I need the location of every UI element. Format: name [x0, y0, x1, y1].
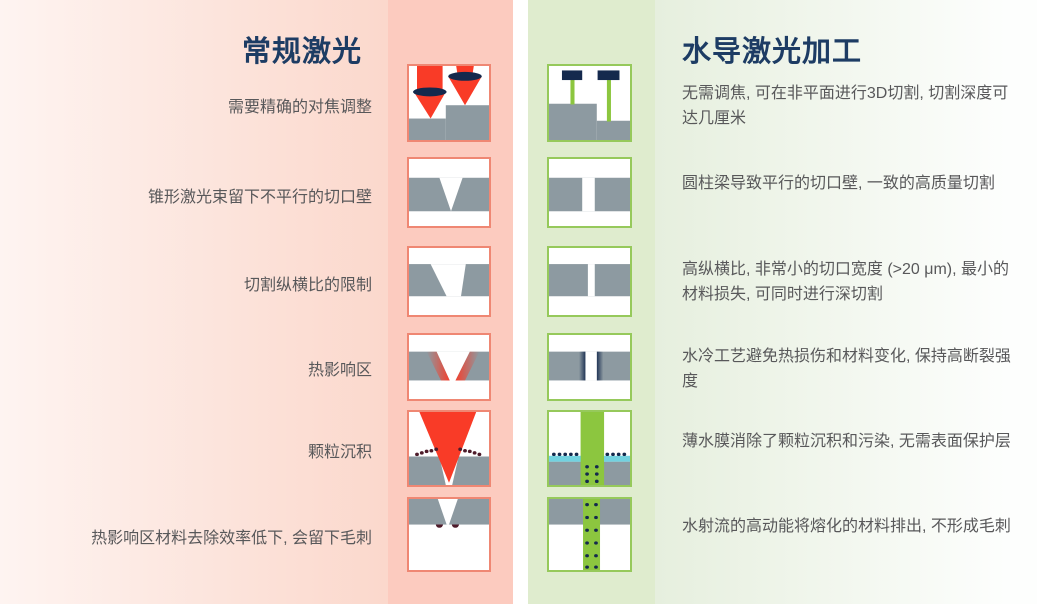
left-column-background: [0, 0, 388, 604]
material-ejection-icon: [547, 497, 632, 572]
waterjet-on-steps-icon: [547, 64, 632, 142]
waterjet-laser-title: 水导激光加工: [682, 36, 863, 68]
label-aspect-ratio-limit: 切割纵横比的限制: [243, 277, 372, 294]
wide-shallow-kerf-icon: [407, 246, 491, 317]
burrs-at-kerf-exit-icon: [407, 497, 491, 572]
label-burrs: 热影响区材料去除效率低下, 会留下毛刺: [91, 530, 372, 547]
text-no-burrs: 水射流的高动能将熔化的材料排出, 不形成毛刺: [682, 518, 1011, 535]
label-heat-affected-zone: 热影响区: [307, 362, 372, 379]
narrow-kerf-icon: [547, 246, 632, 317]
right-column-background: [655, 0, 1037, 604]
label-focus-adjustment: 需要精确的对焦调整: [227, 99, 372, 116]
water-cooled-kerf-icon: [547, 333, 632, 401]
label-tapered-kerf: 锥形激光束留下不平行的切口壁: [147, 189, 372, 206]
tapered-kerf-icon: [407, 157, 491, 228]
heat-affected-kerf-icon: [407, 333, 491, 401]
conventional-laser-title: 常规激光: [241, 36, 362, 68]
text-no-focus-3d-cutting: 无需调焦, 可在非平面进行3D切割, 切割深度可达几厘米: [682, 85, 1009, 127]
text-high-aspect-ratio: 高纵横比, 非常小的切口宽度 (>20 μm), 最小的材料损失, 可同时进行深…: [682, 261, 1010, 303]
label-particle-deposition: 颗粒沉积: [307, 444, 372, 461]
focus-cones-on-steps-icon: [407, 64, 491, 142]
water-film-particles-icon: [547, 410, 632, 487]
particle-deposition-cone-icon: [407, 410, 491, 487]
text-water-cooling: 水冷工艺避免热损伤和材料变化, 保持高断裂强度: [682, 348, 1011, 390]
text-parallel-kerf: 圆柱梁导致平行的切口壁, 一致的高质量切割: [682, 175, 995, 192]
parallel-kerf-icon: [547, 157, 632, 228]
text-water-film: 薄水膜消除了颗粒沉积和污染, 无需表面保护层: [682, 433, 1011, 450]
